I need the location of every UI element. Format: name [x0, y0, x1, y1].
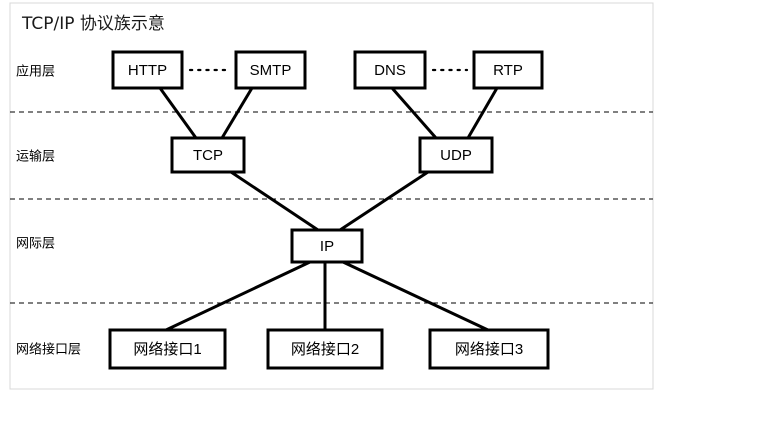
- protocol-box-label-rtp: RTP: [493, 62, 523, 79]
- protocol-box-rect-dns: [353, 50, 427, 90]
- protocol-box-ip[interactable]: IP: [290, 228, 364, 264]
- protocol-box-nif1[interactable]: 网络接口1: [108, 328, 227, 370]
- layer-label-link: 网络接口层: [16, 342, 81, 358]
- protocol-box-label-http: HTTP: [128, 62, 167, 79]
- layer-label-transport: 运输层: [16, 149, 55, 165]
- connection-dns-to-udp: [390, 87, 438, 139]
- connection-smtp-to-tcp: [220, 87, 254, 139]
- protocol-box-rect-http: [111, 50, 184, 90]
- layer-label-internet: 网际层: [16, 237, 55, 252]
- connection-tcp-to-ip: [230, 170, 319, 232]
- connection-http-to-tcp: [158, 87, 198, 139]
- layer-label-application: 应用层: [16, 64, 55, 80]
- protocol-box-smtp[interactable]: SMTP: [234, 50, 307, 90]
- protocol-box-rect-udp: [418, 136, 494, 174]
- protocol-box-label-nif1: 网络接口1: [133, 341, 201, 358]
- protocol-box-udp[interactable]: UDP: [418, 136, 494, 174]
- connection-udp-to-ip: [339, 170, 429, 232]
- protocol-box-label-dns: DNS: [374, 62, 406, 79]
- protocol-box-dns[interactable]: DNS: [353, 50, 427, 90]
- protocol-box-tcp[interactable]: TCP: [170, 136, 246, 174]
- protocol-box-rect-nif1: [108, 328, 227, 370]
- protocol-box-http[interactable]: HTTP: [111, 50, 184, 90]
- protocol-box-label-nif3: 网络接口3: [455, 341, 523, 358]
- protocol-box-rect-ip: [290, 228, 364, 264]
- connection-line-group: [158, 87, 499, 332]
- protocol-box-label-smtp: SMTP: [250, 62, 292, 79]
- protocol-box-rect-tcp: [170, 136, 246, 174]
- protocol-box-rtp[interactable]: RTP: [472, 50, 544, 90]
- connection-rtp-to-udp: [466, 87, 499, 139]
- protocol-box-label-tcp: TCP: [193, 147, 223, 164]
- protocol-box-rect-rtp: [472, 50, 544, 90]
- layer-divider-group: [10, 111, 653, 304]
- connection-ip-to-nif3: [342, 260, 489, 332]
- diagram-frame: [9, 2, 654, 390]
- protocol-box-label-ip: IP: [320, 238, 334, 255]
- protocol-box-rect-nif2: [266, 328, 384, 370]
- protocol-box-nif3[interactable]: 网络接口3: [428, 328, 550, 370]
- protocol-box-nif2[interactable]: 网络接口2: [266, 328, 384, 370]
- connection-ip-to-nif1: [165, 260, 311, 332]
- protocol-box-label-udp: UDP: [440, 147, 472, 164]
- page-title: TCP/IP 协议族示意: [21, 14, 165, 34]
- protocol-node-group: HTTP SMTP DNS RTP TCP UDP IP 网络接口1 网络接口2 网络接口3: [108, 50, 550, 370]
- protocol-box-rect-smtp: [234, 50, 307, 90]
- protocol-box-label-nif2: 网络接口2: [291, 341, 359, 358]
- protocol-box-rect-nif3: [428, 328, 550, 370]
